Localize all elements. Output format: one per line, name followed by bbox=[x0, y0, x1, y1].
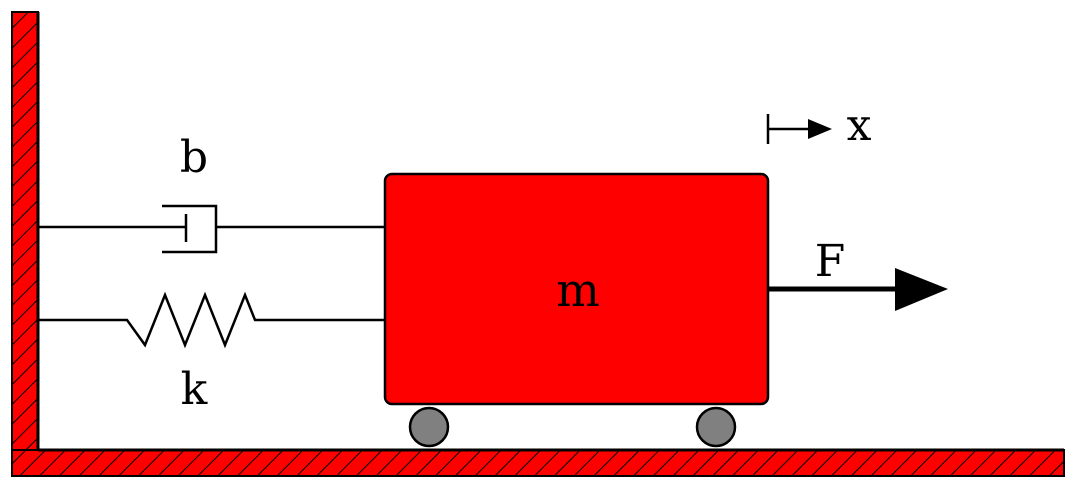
ground bbox=[11, 449, 1065, 477]
left-wall bbox=[11, 11, 39, 477]
wall-and-ground bbox=[11, 11, 1065, 477]
mass-label: m bbox=[556, 263, 600, 317]
damper-label: b bbox=[180, 132, 208, 183]
displacement-arrow bbox=[766, 114, 832, 144]
force-label: F bbox=[815, 236, 846, 287]
force-arrow bbox=[768, 268, 948, 311]
displacement-label: x bbox=[847, 100, 872, 151]
spring bbox=[38, 291, 386, 349]
right-wheel bbox=[695, 406, 737, 448]
damper bbox=[38, 204, 386, 254]
left-wheel bbox=[408, 406, 450, 448]
spring-label: k bbox=[181, 364, 208, 415]
